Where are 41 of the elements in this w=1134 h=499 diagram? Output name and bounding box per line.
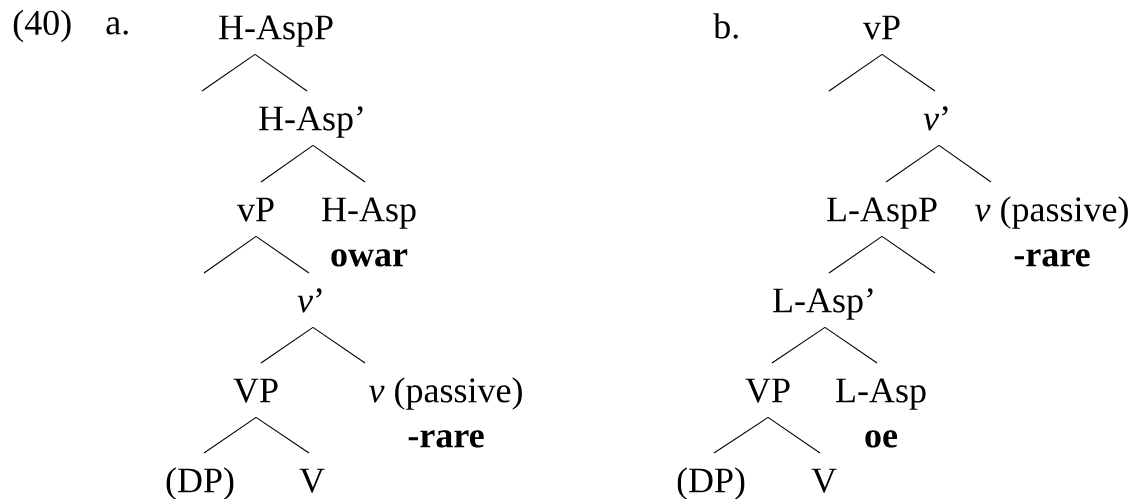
category-label: L-Asp’: [773, 288, 873, 320]
example-label: (40): [13, 9, 71, 43]
category-label: V: [811, 468, 837, 493]
category-label: (DP): [166, 467, 234, 499]
category-label: L-Asp oe: [836, 378, 926, 448]
tree-branch: [255, 416, 310, 454]
tree-branch: [938, 144, 992, 183]
tree-branch: [771, 326, 826, 364]
tree-branch: [767, 416, 821, 454]
tree-branch: [312, 144, 366, 183]
tree-branch: [203, 416, 257, 454]
tree-branch: [260, 144, 314, 183]
tree-branch: [260, 326, 314, 364]
tree-branch: [312, 326, 366, 364]
category-label: v (passive) -rare: [975, 196, 1128, 267]
tree-branch: [828, 53, 883, 92]
category-label: (DP): [677, 467, 745, 499]
category-label: H-Asp owar: [322, 197, 416, 267]
tree-branch: [254, 53, 308, 92]
category-label: VP: [745, 378, 790, 403]
tree-branch: [828, 235, 883, 274]
tree-branch: [881, 235, 936, 274]
tree-branch: [881, 53, 936, 92]
tree-branch: [201, 53, 256, 92]
tree-branch: [824, 326, 878, 364]
tree-branch: [713, 416, 769, 454]
example-label: a.: [106, 17, 128, 35]
tree-branch: [255, 235, 310, 274]
tree-branch: [203, 235, 257, 274]
category-label: V: [299, 468, 325, 493]
category-label: v (passive) -rare: [369, 377, 522, 448]
example-label: b.: [713, 13, 738, 39]
category-label: L-AspP: [827, 197, 937, 229]
category-label: H-AspP: [219, 15, 333, 47]
category-label: vP: [237, 197, 274, 222]
category-label: vP: [863, 15, 900, 40]
category-label: H-Asp’: [259, 106, 363, 138]
category-label: VP: [233, 378, 278, 403]
category-label: v’: [297, 288, 322, 313]
tree-branch: [885, 144, 940, 183]
category-label: v’: [923, 106, 948, 131]
